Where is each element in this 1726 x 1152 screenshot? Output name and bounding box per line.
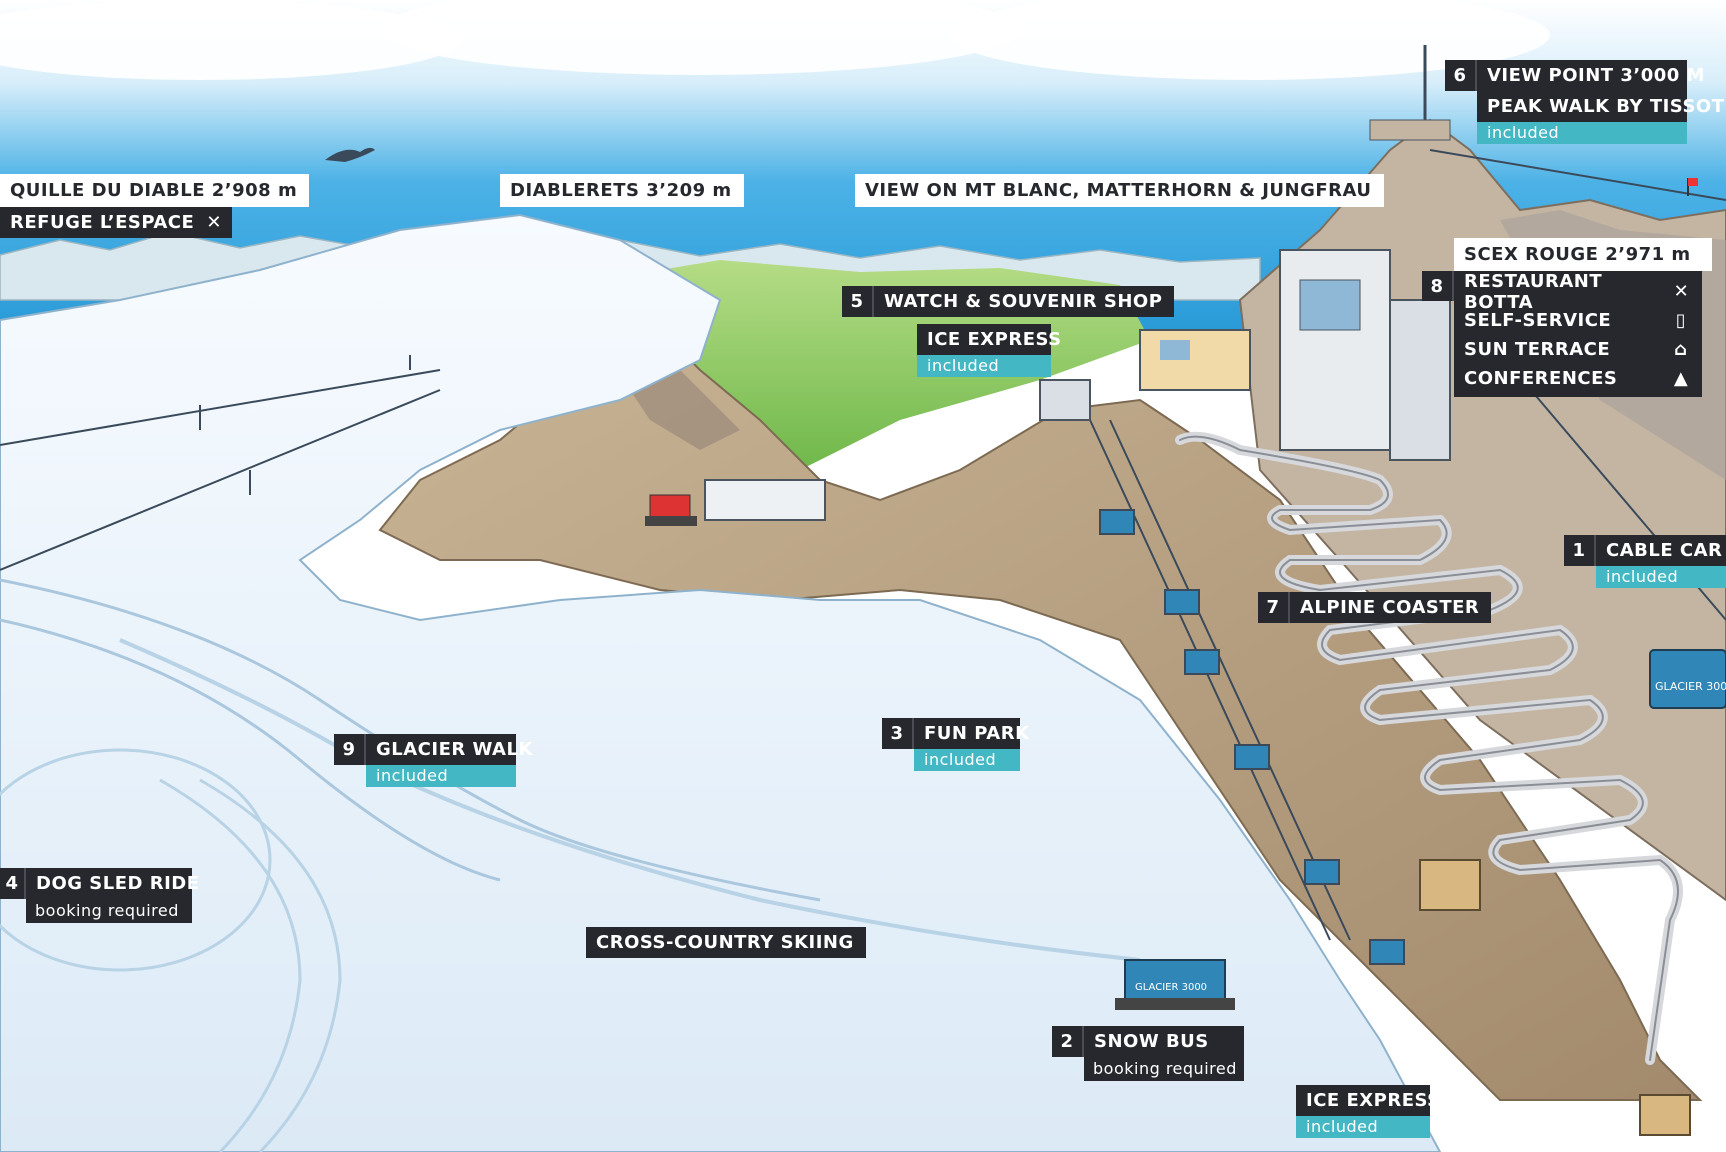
crossed-cutlery-icon: ✕ bbox=[1673, 281, 1690, 302]
ice-express-bottom-status: included bbox=[1296, 1116, 1430, 1138]
ice-express-station bbox=[1039, 379, 1091, 421]
alpine-coaster-title: ALPINE COASTER bbox=[1290, 592, 1492, 623]
crossed-cutlery-icon: ✕ bbox=[206, 207, 232, 238]
glacier-walk-number: 9 bbox=[334, 734, 366, 765]
label-dog-sled: 4 DOG SLED RIDE booking required bbox=[0, 868, 199, 923]
diablerets-title: DIABLERETS 3’209 m bbox=[500, 174, 744, 207]
peak-tower bbox=[1369, 45, 1451, 141]
bird bbox=[325, 147, 375, 162]
deck-chair-icon: ⌂ bbox=[1674, 339, 1688, 360]
menu-item-sun-terrace: SUN TERRACE ⌂ bbox=[1464, 335, 1692, 364]
scex-rouge-menu: RESTAURANT BOTTA ✕ SELF-SERVICE ▯ SUN TE… bbox=[1454, 271, 1702, 397]
label-cable-car: 1 CABLE CAR included bbox=[1564, 535, 1726, 588]
label-cross-country: CROSS-COUNTRY SKIING bbox=[586, 927, 866, 958]
label-snow-bus: 2 SNOW BUS booking required bbox=[1052, 1026, 1244, 1081]
flag bbox=[1687, 178, 1698, 196]
conference-icon: ▲ bbox=[1673, 368, 1689, 389]
scex-rouge-number: 8 bbox=[1422, 271, 1454, 301]
lower-station bbox=[704, 479, 826, 521]
glacier-walk-status: included bbox=[366, 765, 516, 787]
view-point-number: 6 bbox=[1445, 60, 1477, 91]
view-mt-blanc-title: VIEW ON MT BLANC, MATTERHORN & JUNGFRAU bbox=[855, 174, 1384, 207]
cable-car-line: GLACIER 3000 bbox=[1429, 149, 1726, 709]
cross-country-title: CROSS-COUNTRY SKIING bbox=[586, 927, 866, 958]
menu-item-restaurant: RESTAURANT BOTTA ✕ bbox=[1464, 271, 1692, 313]
ski-lift bbox=[0, 355, 441, 571]
coaster-tunnel bbox=[1419, 859, 1691, 1136]
quille-title: QUILLE DU DIABLE 2’908 m bbox=[0, 174, 310, 207]
watch-shop-number: 5 bbox=[842, 286, 874, 317]
label-fun-park: 3 FUN PARK included bbox=[882, 718, 1029, 771]
snow-bus-number: 2 bbox=[1052, 1026, 1084, 1057]
scex-rouge-title: SCEX ROUGE 2’971 m bbox=[1454, 238, 1712, 271]
fun-park-title: FUN PARK bbox=[914, 718, 1029, 749]
view-point-title: VIEW POINT 3’000 M bbox=[1477, 60, 1704, 91]
dog-sled-title: DOG SLED RIDE bbox=[26, 868, 199, 899]
label-ice-express-top: ICE EXPRESS included bbox=[917, 324, 1061, 377]
label-quille-du-diable: QUILLE DU DIABLE 2’908 m REFUGE L’ESPACE… bbox=[0, 174, 310, 238]
snow-bus-status: booking required bbox=[1084, 1057, 1244, 1081]
label-ice-express-bottom: ICE EXPRESS included bbox=[1296, 1085, 1440, 1138]
fun-park-status: included bbox=[914, 749, 1020, 771]
cable-car-number: 1 bbox=[1564, 535, 1596, 566]
ice-express-top-status: included bbox=[917, 355, 1051, 377]
snow-bus-title: SNOW BUS bbox=[1084, 1026, 1244, 1057]
cabin-sign: GLACIER 3000 bbox=[1655, 680, 1726, 693]
menu-item-self-service: SELF-SERVICE ▯ bbox=[1464, 306, 1692, 335]
snow-bus: GLACIER 3000 bbox=[1115, 959, 1235, 1010]
label-view-mt-blanc: VIEW ON MT BLANC, MATTERHORN & JUNGFRAU bbox=[855, 174, 1384, 207]
refuge-title: REFUGE L’ESPACE bbox=[0, 207, 207, 238]
alpine-coaster-number: 7 bbox=[1258, 592, 1290, 623]
menu-item-conferences: CONFERENCES ▲ bbox=[1464, 364, 1692, 393]
snow-cat bbox=[645, 494, 697, 526]
bus-sign: GLACIER 3000 bbox=[1135, 982, 1207, 993]
cable-car-status: included bbox=[1596, 566, 1726, 588]
scex-rouge-station bbox=[1139, 249, 1451, 461]
fun-park-number: 3 bbox=[882, 718, 914, 749]
label-view-point: 6 VIEW POINT 3’000 M PEAK WALK BY TISSOT… bbox=[1445, 60, 1724, 144]
peak-walk-title: PEAK WALK BY TISSOT bbox=[1477, 91, 1724, 122]
dog-sled-status: booking required bbox=[26, 899, 192, 923]
view-point-status: included bbox=[1477, 122, 1687, 144]
cable-car-title: CABLE CAR bbox=[1596, 535, 1726, 566]
label-diablerets: DIABLERETS 3’209 m bbox=[500, 174, 744, 207]
label-alpine-coaster: 7 ALPINE COASTER bbox=[1258, 592, 1492, 623]
label-scex-rouge: SCEX ROUGE 2’971 m 8 RESTAURANT BOTTA ✕ … bbox=[1422, 238, 1712, 397]
glacier-walk-title: GLACIER WALK bbox=[366, 734, 532, 765]
glacier-snowfield bbox=[0, 213, 1442, 1152]
chairlift bbox=[1089, 419, 1405, 965]
ice-express-bottom-title: ICE EXPRESS bbox=[1296, 1085, 1440, 1116]
watch-shop-title: WATCH & SOUVENIR SHOP bbox=[874, 286, 1175, 317]
alpine-coaster-track bbox=[1175, 431, 1683, 1065]
label-watch-shop: 5 WATCH & SOUVENIR SHOP bbox=[842, 286, 1175, 317]
fork-knife-icon: ▯ bbox=[1675, 310, 1687, 331]
ice-express-top-title: ICE EXPRESS bbox=[917, 324, 1061, 355]
label-glacier-walk: 9 GLACIER WALK included bbox=[334, 734, 532, 787]
dog-sled-number: 4 bbox=[0, 868, 26, 899]
